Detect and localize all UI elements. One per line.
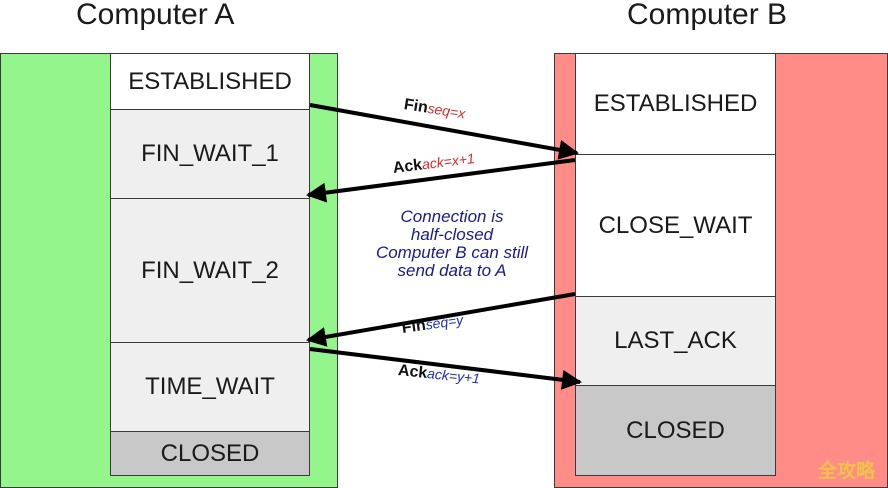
- message-keyword: Fin: [400, 316, 427, 337]
- state-b-established: ESTABLISHED: [575, 53, 776, 155]
- half-closed-note: Connection is half-closed Computer B can…: [345, 208, 559, 280]
- state-b-close-wait: CLOSE_WAIT: [575, 154, 776, 297]
- computer-b-title: Computer B: [627, 0, 788, 31]
- state-a-closed: CLOSED: [110, 431, 310, 476]
- message-keyword: Ack: [391, 156, 424, 177]
- state-b-closed: CLOSED: [575, 385, 776, 476]
- arrow-fin-x: [309, 103, 579, 160]
- state-a-fin-wait-1: FIN_WAIT_1: [110, 109, 310, 199]
- state-a-time-wait: TIME_WAIT: [110, 342, 310, 432]
- arrow-fin-y: [306, 292, 576, 347]
- computer-a-title: Computer A: [76, 0, 235, 31]
- state-a-fin-wait-2: FIN_WAIT_2: [110, 198, 310, 343]
- note-line: Computer B can still: [375, 243, 529, 262]
- state-b-last-ack: LAST_ACK: [575, 296, 776, 386]
- note-line: half-closed: [410, 225, 494, 244]
- message-keyword: Fin: [402, 96, 430, 117]
- arrow-ack-y: [309, 347, 582, 390]
- message-keyword: Ack: [397, 362, 429, 383]
- note-line: Connection is: [400, 207, 504, 226]
- note-line: send data to A: [397, 261, 507, 280]
- arrow-ack-x: [306, 158, 576, 203]
- watermark-logo: 全攻略: [818, 460, 876, 482]
- state-a-established: ESTABLISHED: [110, 53, 310, 110]
